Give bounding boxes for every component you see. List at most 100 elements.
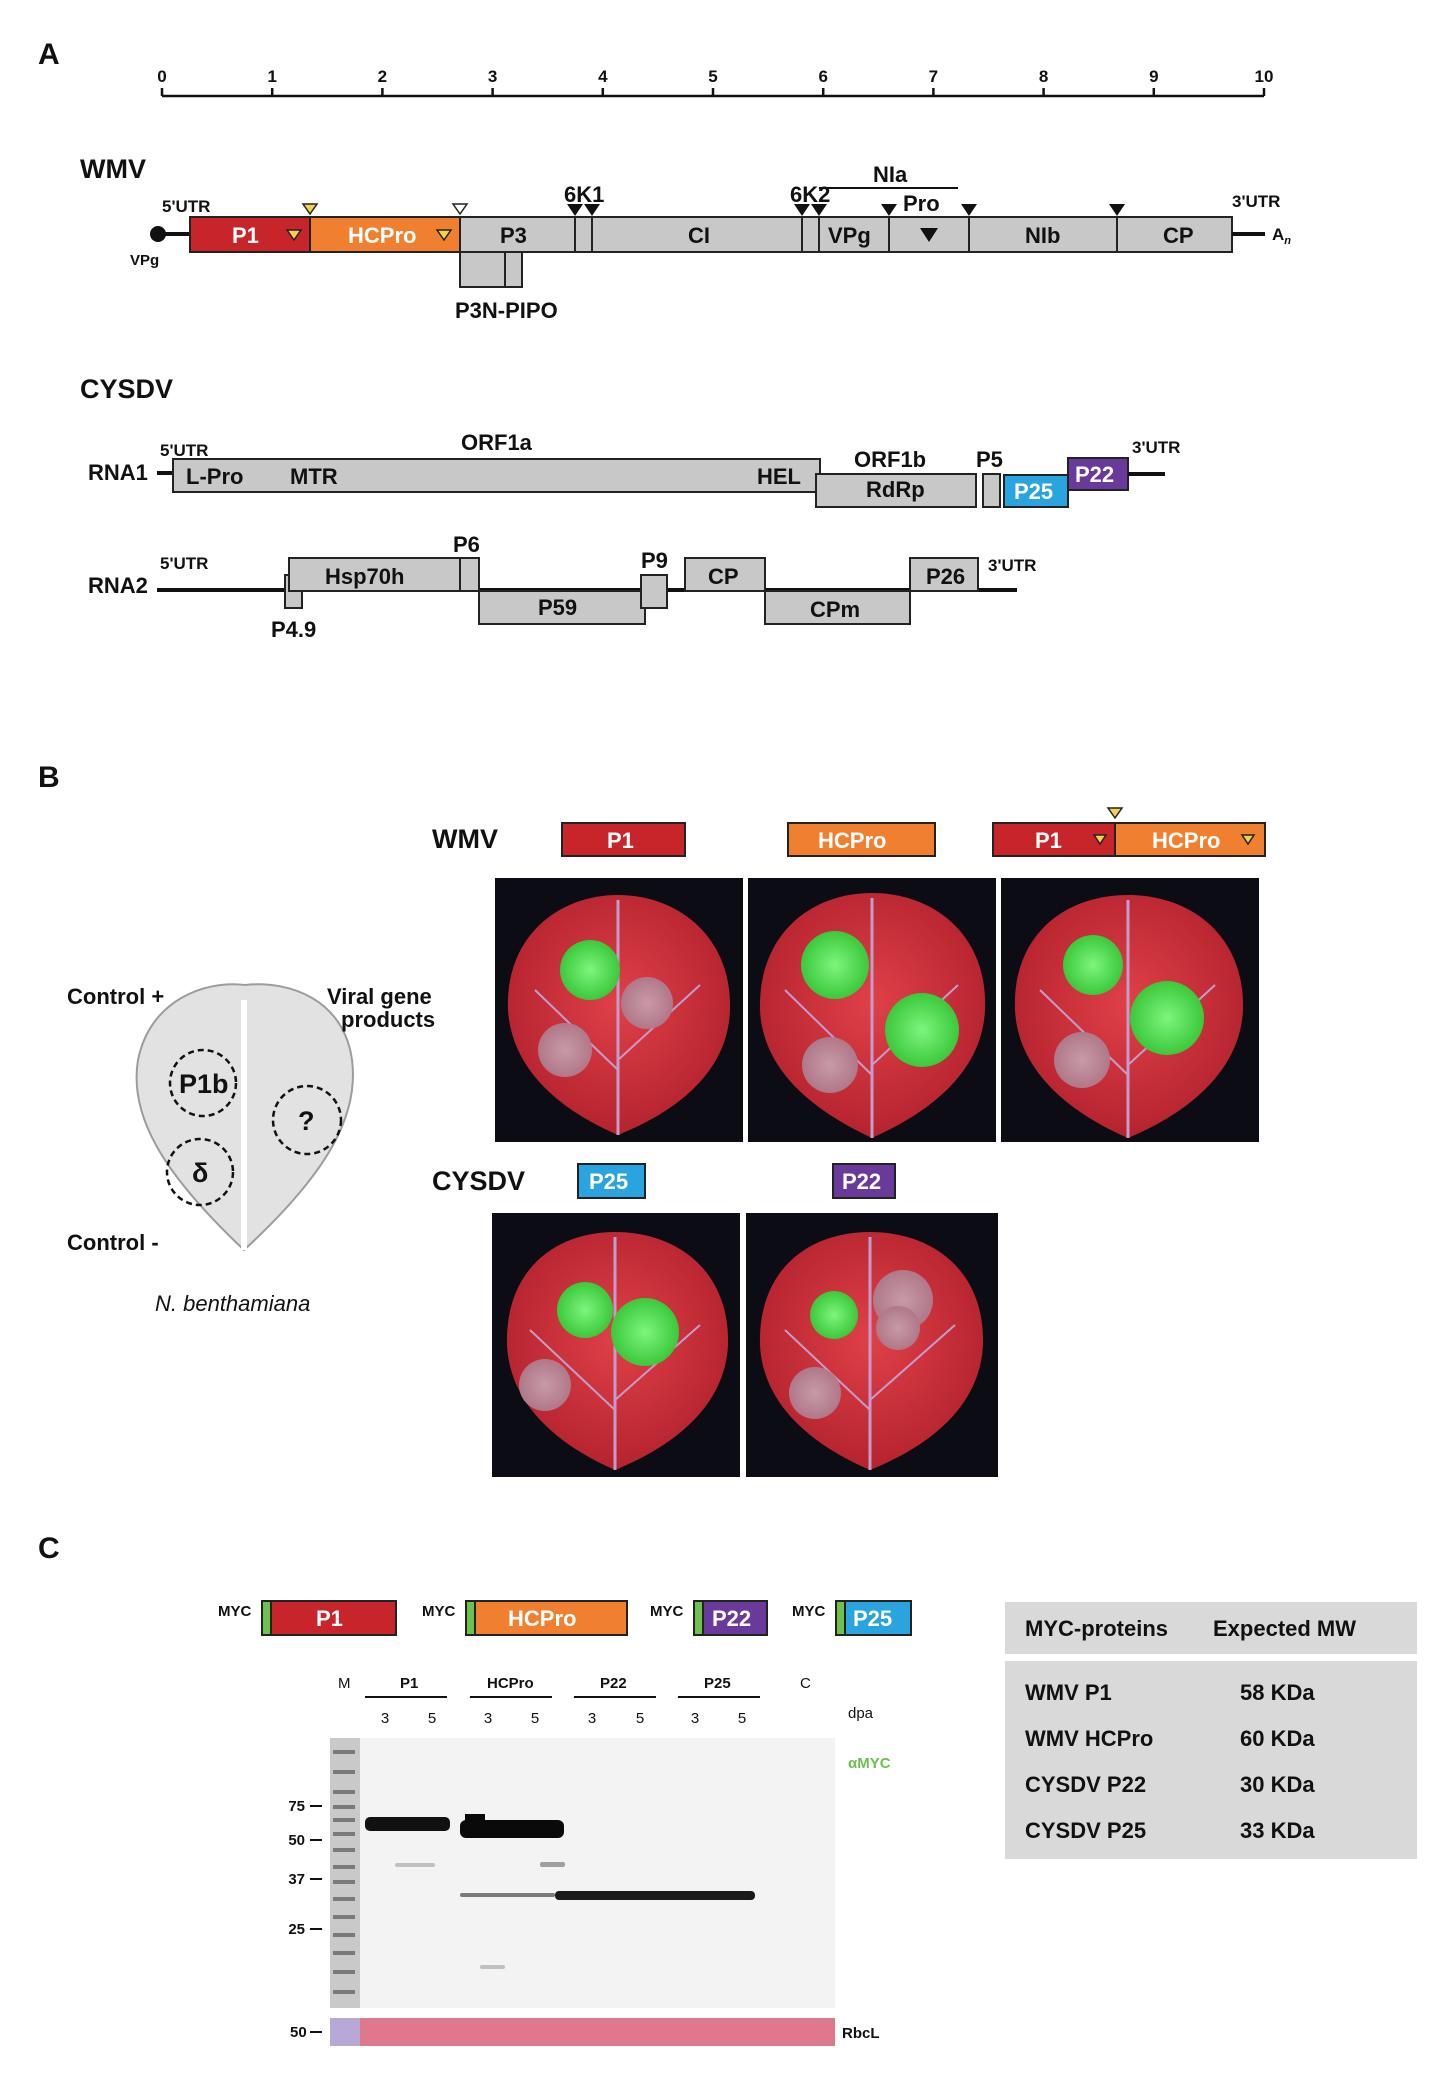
dpa-lane-value: 3	[691, 1710, 699, 1727]
construct-hcpro	[787, 822, 936, 857]
construct-p22-label: P22	[842, 1169, 881, 1194]
table-body-bg	[1005, 1661, 1417, 1859]
construct-fusion-p1-label: P1	[1035, 828, 1062, 853]
myc-hcpro-box	[474, 1600, 628, 1636]
wmv-vpg-end-label: VPg	[130, 252, 159, 269]
p3n-pipo-box-b	[504, 251, 523, 288]
lane-group-p25: P25	[704, 1675, 731, 1692]
construct-fusion-hcpro	[1114, 822, 1266, 857]
marker-lane	[330, 1738, 360, 2008]
question-label: ?	[298, 1106, 315, 1136]
gfp-spot-p1-hcpro	[1130, 981, 1204, 1055]
p9-box	[640, 574, 668, 609]
mw-marker-label: 25	[288, 1921, 305, 1938]
wmv-ci-gene	[591, 216, 803, 253]
wmv-vpg-gene	[818, 216, 890, 253]
p1-protease-marker	[285, 229, 303, 242]
table-row-mw: 33 KDa	[1240, 1818, 1315, 1843]
rna1-5utr-label: 5'UTR	[160, 441, 208, 460]
hcpro-cleavage-marker	[451, 203, 469, 216]
construct-fusion-hcpro-label: HCPro	[1152, 828, 1220, 853]
gfp-spot-p1b	[557, 1282, 613, 1338]
p5-label: P5	[976, 447, 1003, 472]
wmv-nib-label: NIb	[1025, 223, 1060, 248]
table-row-protein: CYSDV P25	[1025, 1818, 1146, 1843]
scale-tick-label: 4	[598, 67, 608, 86]
delta-label: δ	[192, 1158, 208, 1188]
fusion-cleavage-marker	[1106, 807, 1124, 820]
band-hcpro-faint	[460, 1893, 555, 1897]
construct-fusion-p1	[992, 822, 1116, 857]
scale-tick-label: 5	[708, 67, 717, 86]
table-row-mw: 58 KDa	[1240, 1680, 1315, 1705]
p6-box	[459, 557, 480, 592]
gfp-spot-p1b	[801, 931, 869, 999]
leaf-photo-p22	[746, 1213, 998, 1477]
wmv-nib-gene	[968, 216, 1118, 253]
mtr-label: MTR	[290, 464, 338, 489]
delta-infiltration-spot	[165, 1137, 235, 1207]
control-plus-label: Control +	[67, 984, 164, 1009]
silenced-spot-control	[1054, 1032, 1110, 1088]
hcpro-protease-marker	[435, 229, 453, 242]
table-row-mw: 30 KDa	[1240, 1772, 1315, 1797]
rna2-5utr-label: 5'UTR	[160, 554, 208, 573]
viral-gene-label-line2: products	[341, 1007, 435, 1032]
dpa-lane-value: 5	[738, 1710, 746, 1727]
wmv-hcpro-label: HCPro	[348, 223, 416, 248]
band-p1-3dpa-5dpa	[365, 1817, 450, 1831]
rna1-p22-box	[1067, 457, 1129, 491]
ladder-band	[333, 1818, 355, 1822]
dpa-lane-value: 5	[428, 1710, 436, 1727]
orf1a-box	[172, 458, 821, 493]
myc-tag-label: MYC	[792, 1603, 826, 1620]
panel-label-b: B	[38, 761, 60, 794]
wmv-6k2-label: 6K2	[790, 182, 830, 207]
ladder-band	[333, 1790, 355, 1794]
p26-box	[909, 557, 979, 592]
p59-label: P59	[538, 595, 577, 620]
rdrp-label: RdRp	[866, 477, 925, 502]
gfp-spot-hcpro	[885, 993, 959, 1067]
wmv-p3-gene	[459, 216, 576, 253]
hel-label: HEL	[757, 464, 801, 489]
myc-p22-box	[702, 1600, 768, 1636]
ladder-band	[333, 1897, 355, 1901]
fusion-hcpro-protease-marker	[1240, 834, 1256, 846]
dpa-lane-value: 3	[588, 1710, 596, 1727]
myc-construct-p22: MYC P22	[650, 1600, 768, 1636]
scale-tick-label: 2	[378, 67, 387, 86]
myc-construct-hcpro: MYC HCPro	[422, 1600, 628, 1636]
cysdv-genome-map: CYSDV RNA1 5'UTR ORF1a L-Pro MTR HEL ORF…	[80, 374, 1180, 642]
p59-box	[478, 590, 646, 625]
table-header-bg	[1005, 1602, 1417, 1654]
fusion-p1-protease-marker	[1092, 834, 1108, 846]
rna2-cp-box	[684, 557, 766, 592]
lane-group-hcpro: HCPro	[487, 1675, 534, 1692]
orf1b-label: ORF1b	[854, 447, 926, 472]
ladder-band	[333, 1933, 355, 1937]
ladder-band	[333, 1951, 355, 1955]
pro-nib-cleavage	[961, 204, 977, 216]
wmv-p1-label: P1	[232, 223, 259, 248]
table-header-proteins: MYC-proteins	[1025, 1616, 1168, 1641]
myc-tag	[835, 1600, 846, 1636]
pro-protease-marker	[920, 228, 938, 242]
dpa-lane-value: 3	[484, 1710, 492, 1727]
p5-box	[982, 473, 1001, 508]
scale-tick-label: 0	[157, 67, 166, 86]
ladder-band	[333, 1770, 355, 1774]
wmv-pro-label: Pro	[903, 191, 940, 216]
p1-self-cleavage-marker	[301, 203, 319, 216]
table-row-protein: WMV HCPro	[1025, 1726, 1153, 1751]
gfp-spot-p1b	[1063, 935, 1123, 995]
myc-tag-label: MYC	[218, 1603, 252, 1620]
p1b-infiltration-spot	[168, 1048, 238, 1118]
rna2-3utr-label: 3'UTR	[988, 556, 1036, 575]
6k1-cleavage-2	[584, 204, 600, 216]
wmv-5utr-label: 5'UTR	[162, 197, 210, 216]
